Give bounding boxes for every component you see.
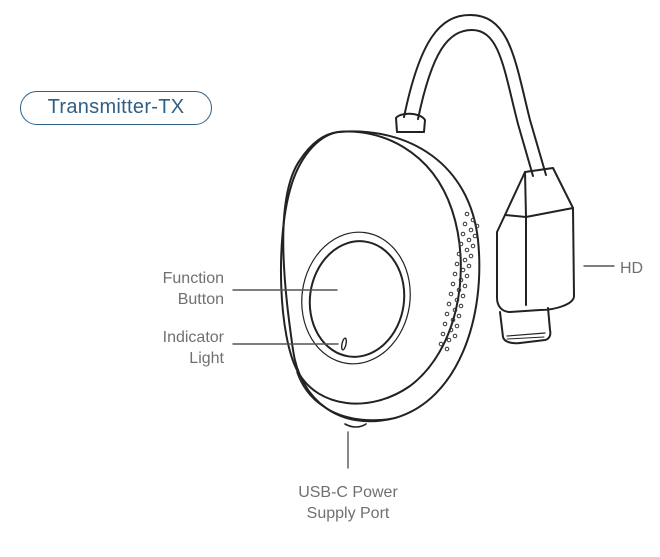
function-button [308,240,406,358]
usbc-port-label-line1: USB-C Power [298,484,398,501]
hdmi-plug-body [496,167,575,313]
usbc-port [344,423,367,428]
indicator-light-label-line1: Indicator [162,329,224,346]
indicator-light [340,337,348,351]
function-button-label-line1: Function [162,270,224,287]
hd-label: HD [620,260,644,277]
device-bottom-rim [296,371,396,421]
device-body-outer [282,130,481,423]
vent-holes [438,211,480,352]
cable [403,14,547,176]
indicator-light-label-line2: Light [189,350,224,367]
function-button-outer-ring [301,231,411,365]
function-button-label-line2: Button [177,291,224,308]
cable-inner [417,29,534,177]
title-badge: Transmitter-TX [20,91,212,125]
strain-relief [395,112,426,133]
indicator-light-label: Indicator Light [110,327,224,369]
hdmi-connector-tip [499,307,552,345]
function-button-label: Function Button [110,268,224,310]
device-front-face [279,130,462,405]
usbc-port-label: USB-C Power Supply Port [268,482,428,524]
usbc-port-label-line2: Supply Port [306,505,390,522]
